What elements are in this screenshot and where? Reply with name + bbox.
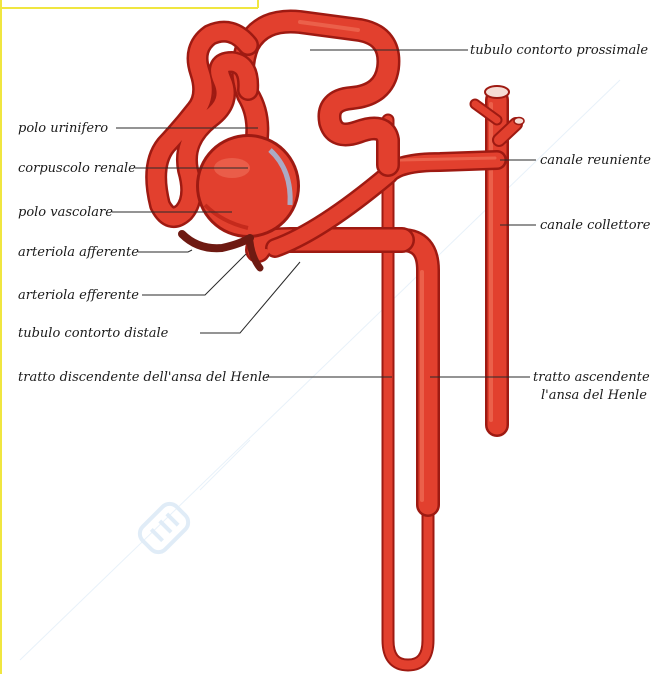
renal-corpuscle [196,134,300,238]
label-tratto-ascendente-line2: l'ansa del Henle [541,388,647,403]
label-polo-vascolare: polo vascolare [18,205,113,220]
logo-badge-icon [136,500,193,557]
label-tratto-ascendente-line1: tratto ascendente [533,370,650,385]
label-tubulo-contorto-distale: tubulo contorto distale [18,326,169,341]
label-corpuscolo-renale: corpuscolo renale [18,161,136,176]
label-tratto-discendente: tratto discendente dell'ansa del Henle [18,370,270,385]
label-tubulo-contorto-prossimale: tubulo contorto prossimale [470,43,648,58]
loop-of-henle [388,120,428,665]
label-arteriola-efferente: arteriola efferente [18,288,139,303]
collecting-duct [475,86,524,425]
label-arteriola-afferente: arteriola afferente [18,245,139,260]
label-canale-collettore: canale collettore [540,218,651,233]
label-polo-urinifero: polo urinifero [18,121,108,136]
label-canale-reuniente: canale reuniente [540,153,651,168]
